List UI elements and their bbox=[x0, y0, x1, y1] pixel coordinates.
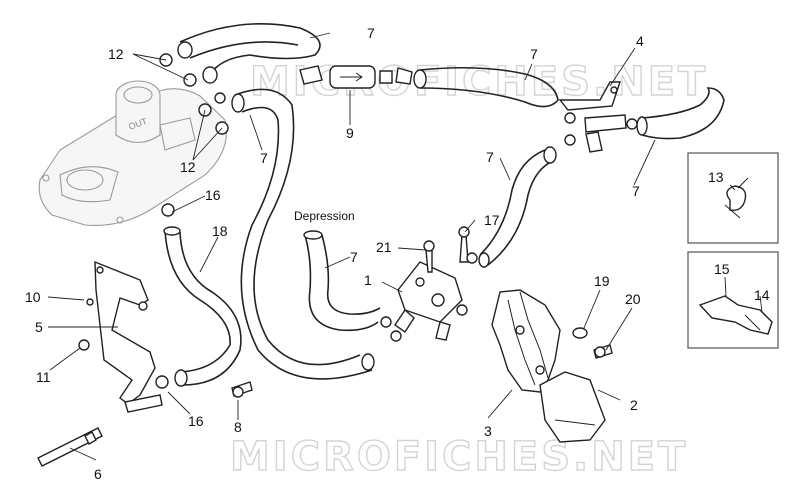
hose-long-s bbox=[231, 88, 375, 380]
hose-right bbox=[636, 87, 725, 140]
callout-6: 6 bbox=[94, 466, 102, 482]
callout-14: 14 bbox=[754, 287, 770, 303]
pump-cover bbox=[491, 289, 561, 393]
hose-to-tee bbox=[413, 66, 559, 108]
callout-7-upper-right: 7 bbox=[530, 46, 538, 62]
callout-5: 5 bbox=[35, 319, 43, 335]
callout-20: 20 bbox=[625, 291, 641, 307]
clip-box-13 bbox=[687, 152, 779, 244]
washer-19 bbox=[572, 327, 588, 339]
callout-8: 8 bbox=[234, 419, 242, 435]
callout-1: 1 bbox=[364, 272, 372, 288]
callout-17: 17 bbox=[484, 212, 500, 228]
callout-21: 21 bbox=[376, 239, 392, 255]
callout-7-far-right: 7 bbox=[632, 183, 640, 199]
mounting-bracket bbox=[37, 260, 163, 467]
callout-7-mid-right: 7 bbox=[486, 149, 494, 165]
hose-top-left bbox=[177, 22, 321, 84]
callout-7-depression: 7 bbox=[350, 249, 358, 265]
callout-16-bottom: 16 bbox=[188, 413, 204, 429]
callout-10: 10 bbox=[25, 289, 41, 305]
watermark-top: MICROFICHES.NET bbox=[250, 59, 708, 105]
hose-tee-to-pump bbox=[478, 146, 557, 268]
callout-12-top: 12 bbox=[108, 46, 124, 62]
callout-19: 19 bbox=[594, 273, 610, 289]
callout-9: 9 bbox=[346, 125, 354, 141]
callout-7-left: 7 bbox=[260, 150, 268, 166]
tee-fitting-bracket bbox=[558, 81, 638, 153]
callout-12-lower: 12 bbox=[180, 159, 196, 175]
callout-18: 18 bbox=[212, 223, 228, 239]
callout-2: 2 bbox=[630, 397, 638, 413]
guard-plate bbox=[539, 371, 606, 443]
fuel-tank-outline bbox=[38, 80, 227, 226]
screw-20 bbox=[593, 344, 613, 359]
clip-box-14-15 bbox=[687, 251, 779, 349]
fuel-filter bbox=[299, 65, 413, 89]
fuel-pump bbox=[380, 226, 478, 342]
callout-3: 3 bbox=[484, 423, 492, 439]
callout-7-top: 7 bbox=[367, 25, 375, 41]
watermark-bottom: MICROFICHES.NET bbox=[230, 434, 688, 480]
hose-depression bbox=[303, 230, 381, 332]
callout-4: 4 bbox=[636, 33, 644, 49]
depression-label: Depression bbox=[294, 209, 355, 223]
hose-18 bbox=[155, 203, 242, 389]
screw-8 bbox=[231, 381, 253, 398]
callout-11: 11 bbox=[36, 369, 51, 385]
callout-15: 15 bbox=[714, 261, 730, 277]
callout-16-top: 16 bbox=[205, 187, 221, 203]
callout-13: 13 bbox=[708, 169, 724, 185]
leader-lines bbox=[47, 32, 763, 461]
